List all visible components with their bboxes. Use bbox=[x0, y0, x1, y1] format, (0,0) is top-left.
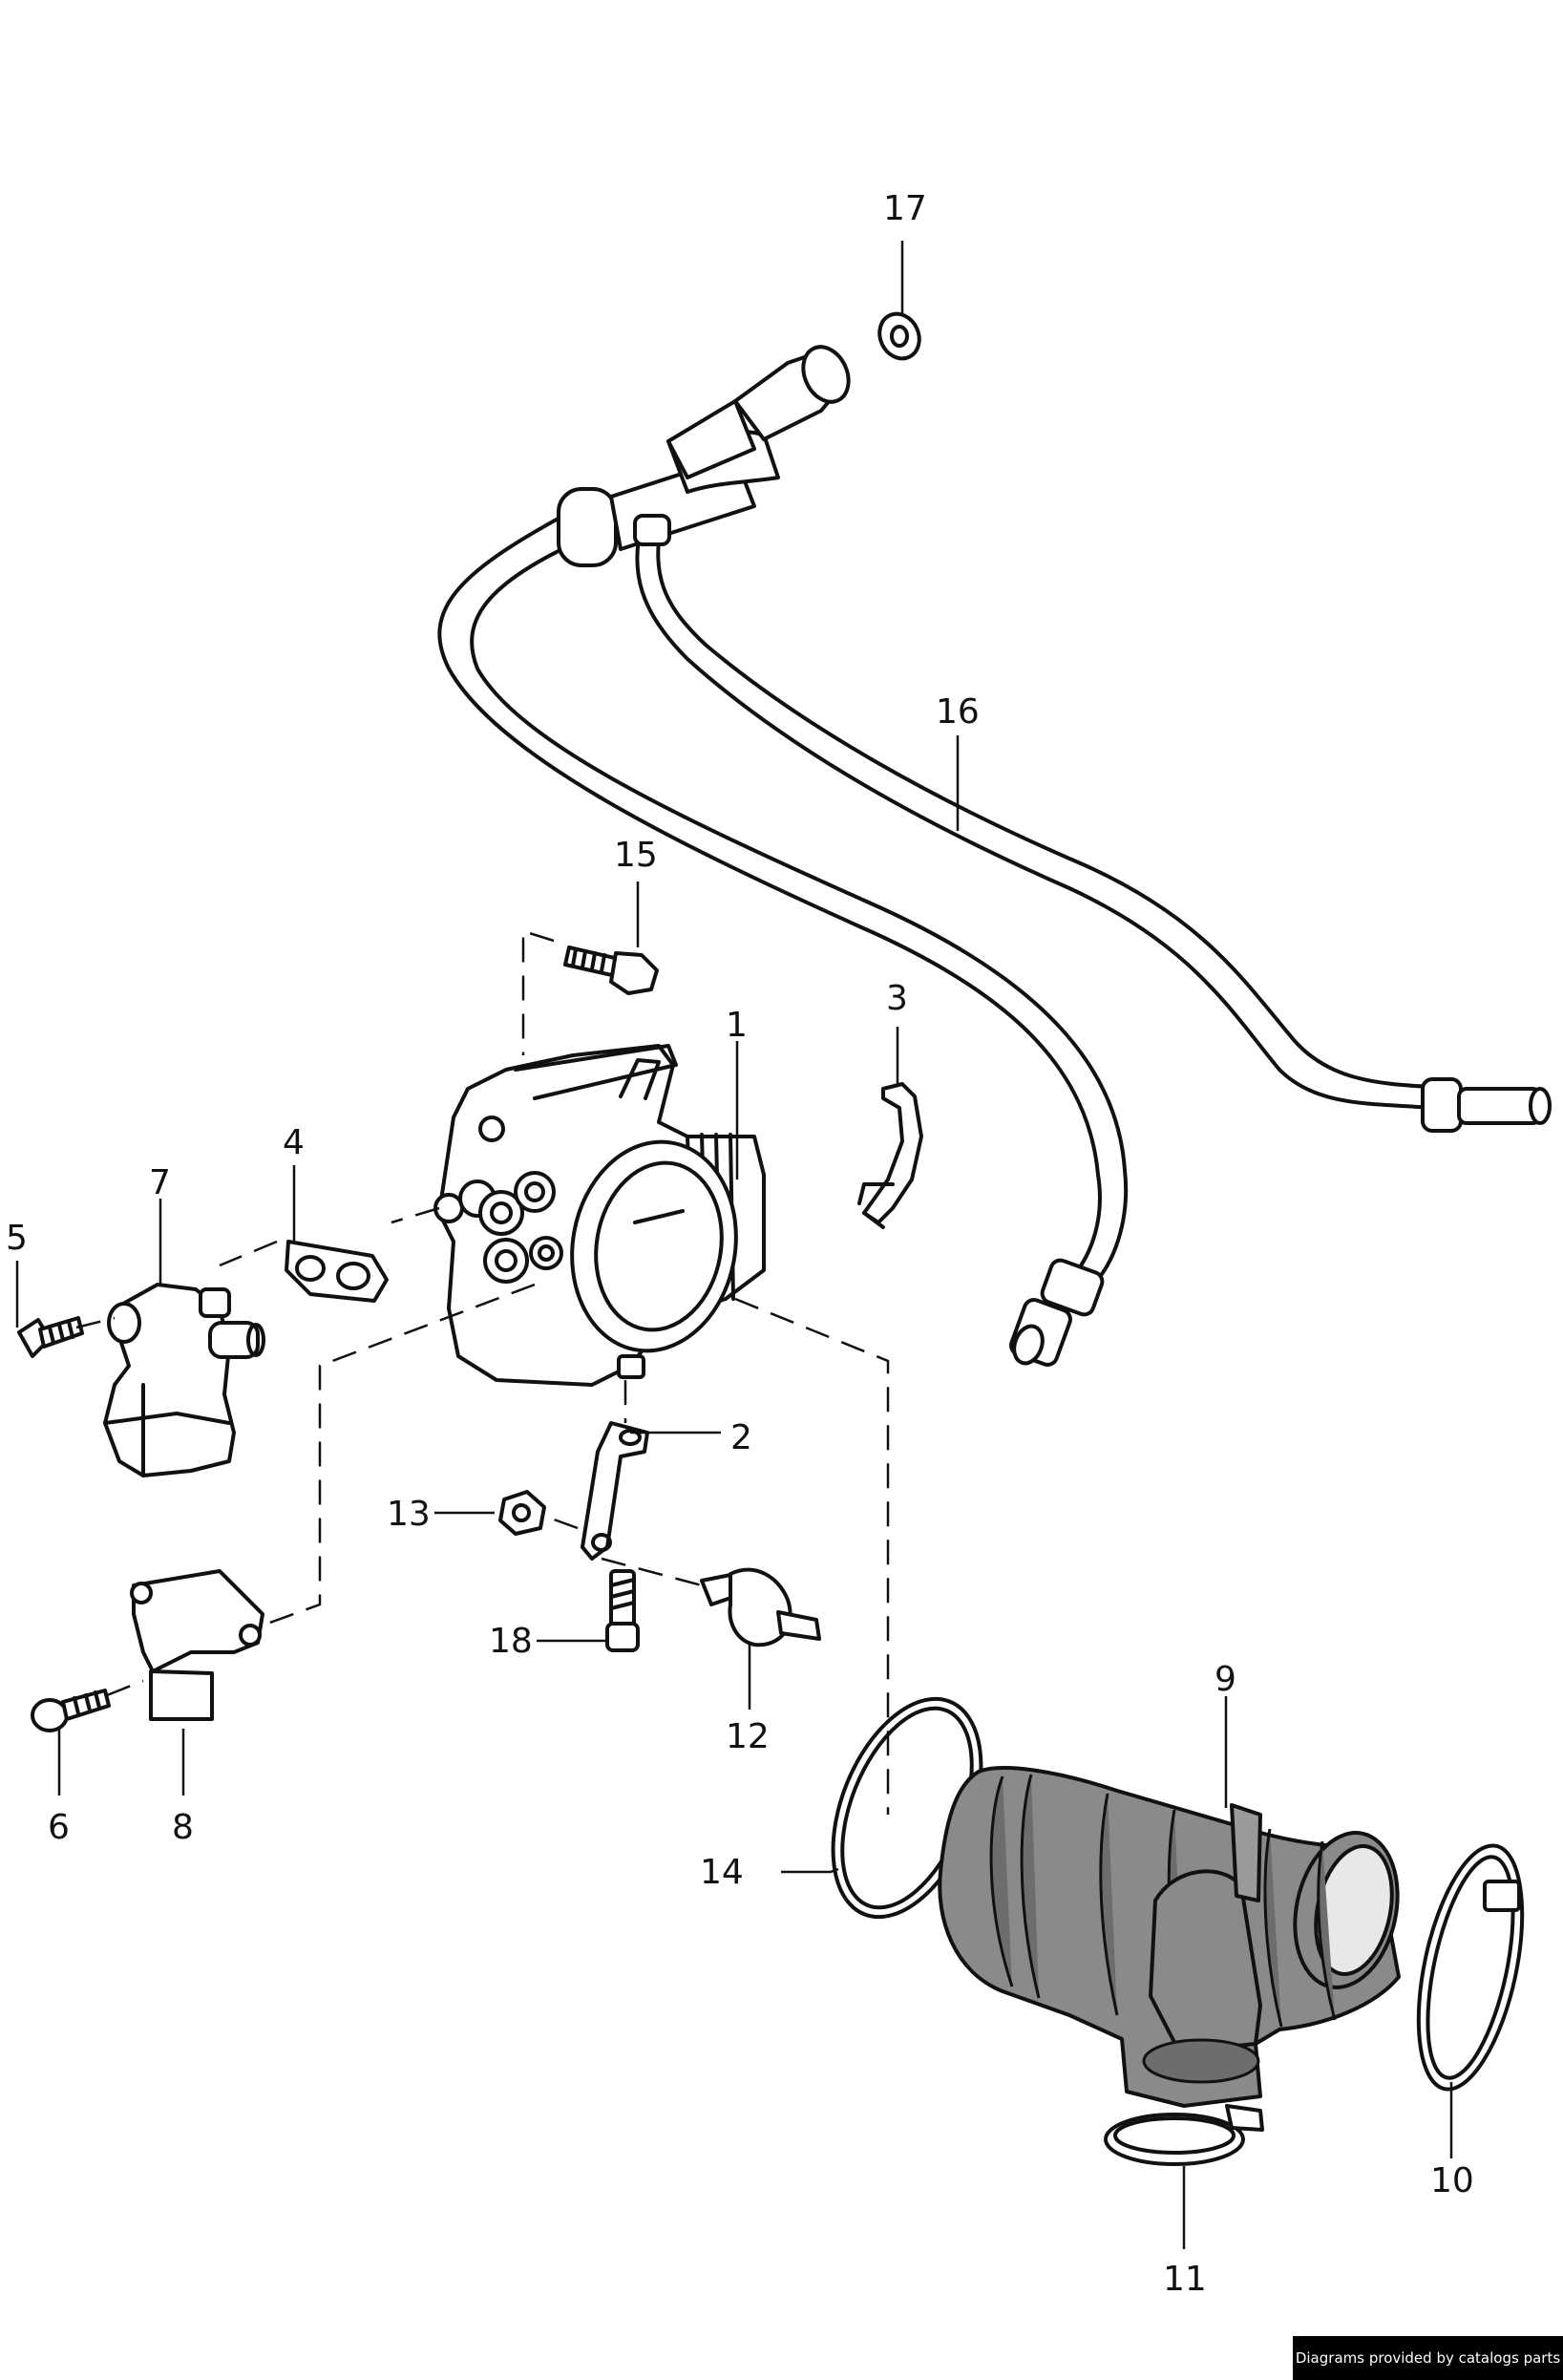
callout-1: 1 bbox=[726, 1006, 748, 1045]
callout-15: 15 bbox=[614, 836, 658, 875]
part-11-clamp bbox=[1104, 2104, 1264, 2166]
part-1-throttle-body bbox=[433, 1044, 766, 1387]
part-9-intake-boot bbox=[938, 1766, 1401, 2108]
part-5-bolt bbox=[17, 1316, 84, 1358]
part-2-bracket bbox=[581, 1421, 649, 1561]
callout-5: 5 bbox=[6, 1219, 28, 1258]
part-7-actuator bbox=[103, 1283, 265, 1477]
part-17-clip bbox=[877, 311, 921, 361]
part-10-clamp bbox=[1416, 1843, 1525, 2092]
callout-16: 16 bbox=[936, 692, 980, 732]
callout-2: 2 bbox=[730, 1418, 752, 1457]
callout-8: 8 bbox=[172, 1808, 194, 1847]
assembly-dash-lines bbox=[75, 929, 890, 1815]
part-3-clip bbox=[857, 1082, 923, 1229]
part-6-bolt bbox=[31, 1689, 111, 1732]
part-18-screw bbox=[605, 1569, 640, 1652]
callout-13: 13 bbox=[387, 1495, 431, 1534]
callout-leader-lines bbox=[15, 241, 1453, 2249]
callout-7: 7 bbox=[149, 1163, 171, 1202]
part-13-nut bbox=[498, 1490, 546, 1536]
callout-11: 11 bbox=[1163, 2260, 1207, 2299]
part-8-sensor bbox=[130, 1569, 264, 1721]
part-15-bolt bbox=[563, 946, 659, 995]
callout-14: 14 bbox=[700, 1853, 744, 1892]
callout-6: 6 bbox=[48, 1808, 70, 1847]
part-4-gasket bbox=[285, 1240, 389, 1303]
callout-3: 3 bbox=[886, 979, 908, 1018]
part-16-hose-assembly bbox=[437, 345, 1552, 1367]
callout-labels: 1 2 3 4 5 6 7 8 9 10 11 12 13 14 15 16 1… bbox=[6, 189, 1474, 2299]
part-12-fitting bbox=[700, 1567, 821, 1647]
callout-10: 10 bbox=[1430, 2161, 1474, 2200]
callout-9: 9 bbox=[1214, 1660, 1236, 1699]
callout-17: 17 bbox=[883, 189, 927, 228]
callout-12: 12 bbox=[726, 1717, 770, 1756]
callout-18: 18 bbox=[489, 1622, 533, 1661]
credit-banner bbox=[1293, 2336, 1563, 2380]
credit-text: Diagrams provided by catalogs parts bbox=[1295, 2349, 1561, 2367]
callout-4: 4 bbox=[283, 1123, 305, 1162]
